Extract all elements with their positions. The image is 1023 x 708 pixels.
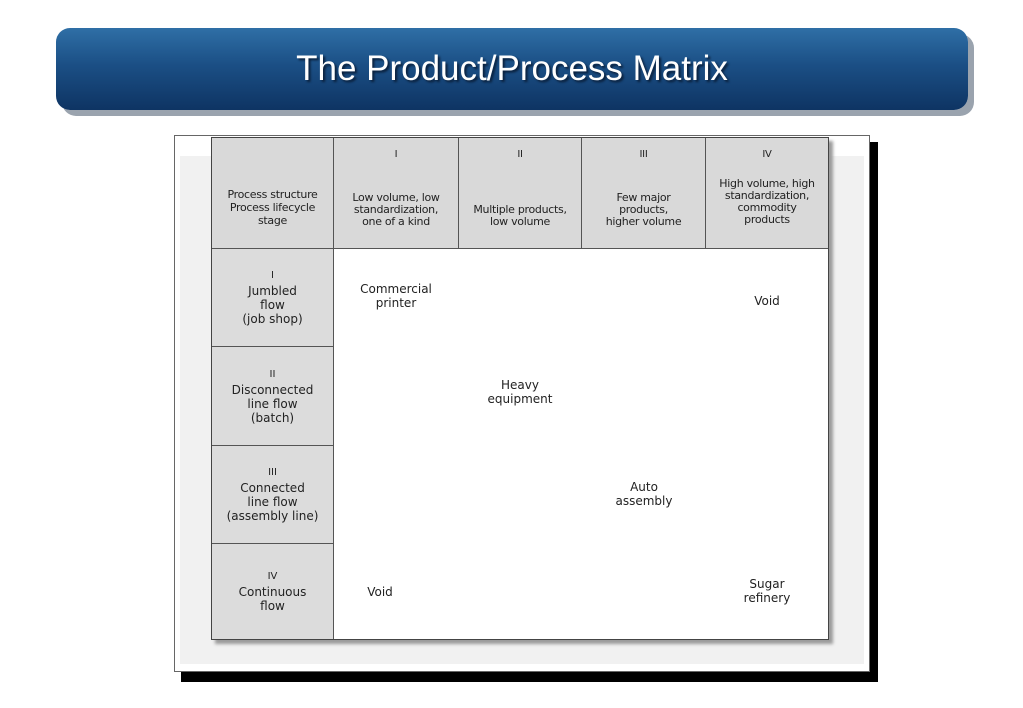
column-desc: Few major bbox=[616, 191, 671, 204]
entry-line: Void bbox=[367, 585, 393, 599]
row-desc: line flow bbox=[247, 495, 298, 509]
column-header-3: III Few major products, higher volume bbox=[582, 138, 706, 249]
corner-line: stage bbox=[257, 213, 288, 227]
row-header-2: II Disconnected line flow (batch) bbox=[212, 347, 334, 446]
row-desc: Jumbled bbox=[248, 284, 297, 298]
row-desc: (assembly line) bbox=[226, 509, 319, 523]
column-number: II bbox=[517, 149, 523, 160]
column-header-1: I Low volume, low standardization, one o… bbox=[334, 138, 459, 249]
slide-title: The Product/Process Matrix bbox=[296, 49, 728, 88]
entry-line: Void bbox=[754, 294, 780, 308]
column-number: I bbox=[394, 149, 398, 160]
entry-line: refinery bbox=[743, 591, 791, 605]
column-header-2: II Multiple products, low volume bbox=[459, 138, 582, 249]
row-header-1: I Jumbled flow (job shop) bbox=[212, 249, 334, 347]
row-number: III bbox=[268, 467, 277, 478]
row-desc: (job shop) bbox=[242, 312, 303, 326]
column-desc: Low volume, low bbox=[352, 191, 440, 204]
matrix-entry: Sugar refinery bbox=[707, 577, 827, 605]
column-desc: one of a kind bbox=[362, 215, 430, 228]
column-header-4: IV High volume, high standardization, co… bbox=[706, 138, 828, 249]
column-desc: commodity bbox=[737, 201, 797, 214]
column-desc: higher volume bbox=[605, 215, 682, 228]
row-number: IV bbox=[267, 571, 278, 582]
row-number: II bbox=[269, 368, 276, 380]
column-number: III bbox=[639, 149, 648, 160]
row-desc: Disconnected bbox=[231, 382, 314, 397]
row-desc: (batch) bbox=[250, 410, 295, 425]
entry-line: printer bbox=[375, 296, 417, 310]
corner-line: Process lifecycle bbox=[229, 200, 316, 214]
column-desc: products, bbox=[619, 203, 668, 216]
title-banner: The Product/Process Matrix bbox=[56, 28, 968, 110]
entry-line: Sugar bbox=[749, 577, 785, 591]
row-desc: flow bbox=[260, 599, 285, 613]
corner-line: Process structure bbox=[227, 187, 318, 201]
matrix-entry: Auto assembly bbox=[584, 480, 704, 508]
entry-line: Auto bbox=[630, 480, 658, 494]
matrix-entry: Heavy equipment bbox=[460, 378, 580, 406]
figure-frame: Process structure Process lifecycle stag… bbox=[174, 135, 870, 672]
row-number: I bbox=[271, 270, 274, 281]
row-header-4: IV Continuous flow bbox=[212, 544, 334, 639]
column-desc: low volume bbox=[489, 215, 551, 228]
column-number: IV bbox=[762, 149, 772, 160]
column-desc: products bbox=[744, 213, 790, 226]
column-desc: standardization, bbox=[724, 189, 810, 202]
entry-line: Commercial bbox=[360, 282, 432, 296]
corner-header: Process structure Process lifecycle stag… bbox=[212, 138, 334, 249]
matrix-entry: Commercial printer bbox=[336, 282, 456, 310]
row-desc: Connected bbox=[240, 481, 305, 495]
column-desc: Multiple products, bbox=[473, 203, 567, 216]
matrix-entry: Void bbox=[707, 294, 827, 308]
row-header-3: III Connected line flow (assembly line) bbox=[212, 446, 334, 544]
row-desc: Continuous bbox=[238, 585, 307, 599]
matrix-entry: Void bbox=[320, 585, 440, 599]
entry-line: equipment bbox=[487, 392, 553, 406]
row-desc: line flow bbox=[247, 396, 298, 411]
entry-line: Heavy bbox=[501, 378, 539, 392]
row-desc: flow bbox=[260, 298, 285, 312]
column-desc: standardization, bbox=[353, 203, 439, 216]
column-desc: High volume, high bbox=[719, 177, 815, 190]
product-process-matrix: Process structure Process lifecycle stag… bbox=[211, 137, 829, 640]
entry-line: assembly bbox=[615, 494, 673, 508]
